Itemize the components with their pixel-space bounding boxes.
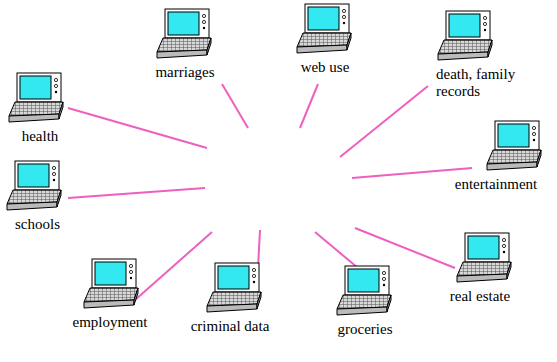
node-label: entertainment xyxy=(440,176,552,193)
laptop-node: groceries xyxy=(320,265,410,338)
node-label: death, family records xyxy=(436,66,524,100)
laptop-node: criminal data xyxy=(180,262,280,335)
spoke-line xyxy=(340,86,428,157)
node-label: employment xyxy=(60,314,160,331)
node-label: schools xyxy=(0,216,75,233)
laptop-node: death, family records xyxy=(436,10,524,100)
node-label: health xyxy=(5,128,75,145)
laptop-node: marriages xyxy=(135,8,235,81)
laptop-node: web use xyxy=(275,3,375,76)
laptop-icon xyxy=(7,72,67,127)
node-label: criminal data xyxy=(180,318,280,335)
node-label: real estate xyxy=(430,288,530,305)
laptop-node: real estate xyxy=(430,232,530,305)
spoke-line xyxy=(258,230,260,268)
laptop-node: health xyxy=(5,72,75,145)
node-label: marriages xyxy=(135,64,235,81)
laptop-node: entertainment xyxy=(440,120,552,193)
spoke-line xyxy=(352,168,472,178)
laptop-icon xyxy=(436,10,496,65)
spoke-line xyxy=(68,188,205,198)
spoke-line xyxy=(222,84,248,128)
spoke-line xyxy=(315,232,358,268)
laptop-icon xyxy=(5,160,65,215)
spoke-line xyxy=(135,232,212,300)
laptop-icon xyxy=(295,3,355,58)
laptop-icon xyxy=(455,232,515,287)
node-label: web use xyxy=(275,59,375,76)
laptop-node: employment xyxy=(60,258,160,331)
laptop-icon xyxy=(335,265,395,320)
laptop-icon xyxy=(205,262,265,317)
laptop-icon xyxy=(82,258,142,313)
spoke-line xyxy=(355,228,455,268)
laptop-icon xyxy=(155,8,215,63)
spoke-line xyxy=(68,108,207,148)
laptop-node: schools xyxy=(0,160,75,233)
laptop-icon xyxy=(485,120,545,175)
spoke-line xyxy=(300,84,318,128)
node-label: groceries xyxy=(320,321,410,338)
